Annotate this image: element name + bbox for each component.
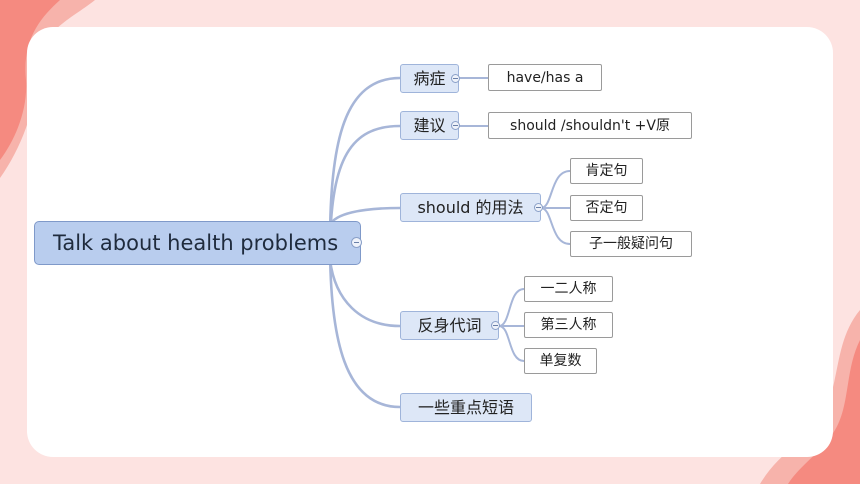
- root-topic[interactable]: Talk about health problems: [34, 221, 361, 265]
- collapse-toggle-root-icon[interactable]: [351, 237, 362, 248]
- topic-fanshen-daici[interactable]: 反身代词: [400, 311, 499, 340]
- collapse-toggle-jianyi-icon[interactable]: [451, 121, 460, 130]
- subtopic-label: 第三人称: [540, 317, 597, 333]
- connector-root-fanshen: [328, 258, 402, 328]
- subtopic-label: have/has a: [506, 69, 584, 86]
- topic-label: 病症: [413, 68, 446, 88]
- root-topic-label: Talk about health problems: [53, 230, 339, 255]
- subtopic-fouding-ju[interactable]: 否定句: [570, 195, 643, 221]
- topic-should-usage[interactable]: should 的用法: [400, 193, 541, 222]
- collapse-toggle-bingzheng-icon[interactable]: [451, 74, 460, 83]
- subtopic-disan-rencheng[interactable]: 第三人称: [524, 312, 613, 338]
- subtopic-label: 肯定句: [585, 163, 628, 179]
- subtopic-yiban-yiwen-ju[interactable]: 子一般疑问句: [570, 231, 692, 257]
- collapse-toggle-should-icon[interactable]: [534, 203, 543, 212]
- topic-jianyi[interactable]: 建议: [400, 111, 459, 140]
- decor-blob-top-left: [0, 0, 95, 178]
- connector-root-duanyu: [328, 241, 402, 409]
- connector-root-bingzheng: [328, 76, 402, 245]
- topic-label: should 的用法: [417, 197, 524, 217]
- topic-label: 一些重点短语: [417, 397, 514, 417]
- subtopic-label: 一二人称: [540, 281, 597, 297]
- connector-should-child-1: [540, 170, 571, 209]
- subtopic-label: 单复数: [539, 353, 582, 369]
- subtopic-kending-ju[interactable]: 肯定句: [570, 158, 643, 184]
- connector-fanshen-child-1: [498, 288, 525, 327]
- topic-label: 反身代词: [417, 315, 482, 335]
- subtopic-label: 否定句: [585, 200, 628, 216]
- subtopic-have-has-a[interactable]: have/has a: [488, 64, 602, 91]
- subtopic-dan-fu-shu[interactable]: 单复数: [524, 348, 597, 374]
- collapse-toggle-fanshen-icon[interactable]: [491, 321, 500, 330]
- connector-should-child-3: [540, 207, 571, 245]
- subtopic-yi-er-rencheng[interactable]: 一二人称: [524, 276, 613, 302]
- topic-bingzheng[interactable]: 病症: [400, 64, 459, 93]
- connector-fanshen-child-3: [498, 325, 525, 362]
- decor-blob-bottom-right: [760, 310, 860, 484]
- topic-zhongdian-duanyu[interactable]: 一些重点短语: [400, 393, 532, 422]
- subtopic-label: 子一般疑问句: [589, 236, 673, 252]
- subtopic-label: should /shouldn't +V原: [510, 117, 670, 134]
- connector-root-jianyi: [328, 124, 402, 245]
- topic-label: 建议: [413, 115, 446, 135]
- subtopic-should-shouldnt[interactable]: should /shouldn't +V原: [488, 112, 692, 139]
